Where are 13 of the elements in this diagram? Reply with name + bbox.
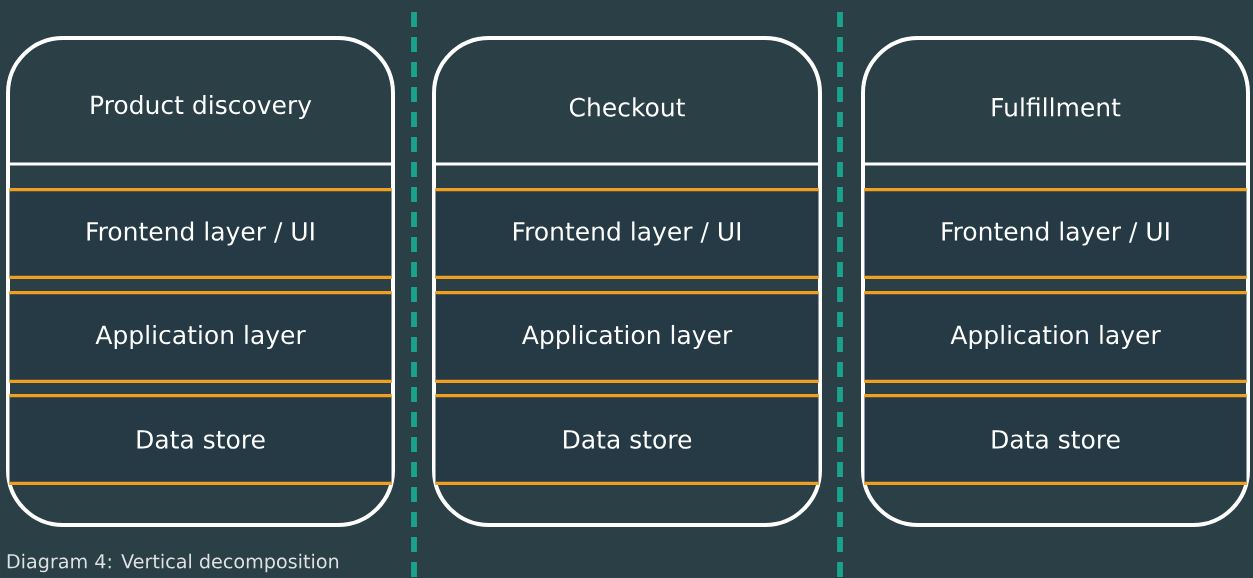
column-heading: Fulfillment bbox=[992, 97, 1121, 117]
layer-band: Application layer bbox=[435, 291, 819, 383]
layer-band: Application layer bbox=[9, 291, 392, 383]
layer-band: Frontend layer / UI bbox=[435, 188, 819, 279]
caption: Diagram 4: Vertical decomposition bbox=[7, 553, 339, 573]
layer-band: Application layer bbox=[864, 291, 1247, 383]
layer-band: Data store bbox=[435, 394, 819, 485]
column-heading: Checkout bbox=[569, 97, 685, 117]
layer-band: Data store bbox=[864, 394, 1247, 485]
layer-band: Data store bbox=[9, 394, 392, 485]
layer-band: Frontend layer / UI bbox=[9, 188, 392, 279]
column-heading: Product discovery bbox=[91, 94, 312, 120]
layer-band: Frontend layer / UI bbox=[864, 188, 1247, 279]
